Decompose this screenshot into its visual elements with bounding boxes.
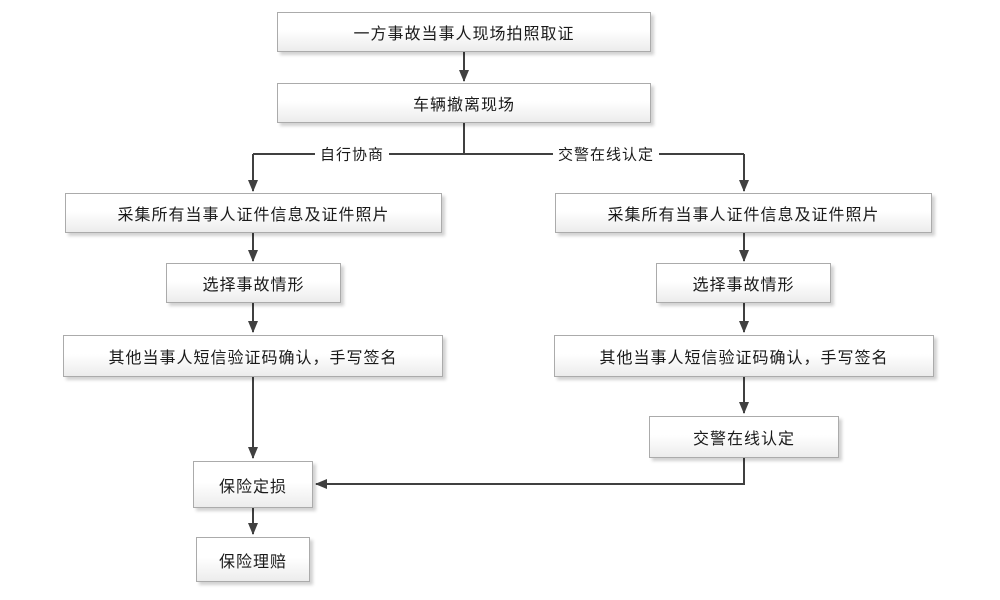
node-right-sms-confirm-sign: 其他当事人短信验证码确认，手写签名 [554,335,934,377]
node-right-collect-id-info: 采集所有当事人证件信息及证件照片 [555,193,932,233]
node-left-select-scenario: 选择事故情形 [166,263,341,303]
node-police-online-determination: 交警在线认定 [649,416,839,458]
node-insurance-loss-assessment: 保险定损 [193,461,313,508]
node-vehicle-evacuate: 车辆撤离现场 [277,83,651,123]
branch-label-police-online: 交警在线认定 [552,143,660,165]
node-photo-evidence: 一方事故当事人现场拍照取证 [277,12,651,52]
node-right-select-scenario: 选择事故情形 [656,263,831,303]
edge-police-to-assess [315,458,745,489]
node-left-collect-id-info: 采集所有当事人证件信息及证件照片 [65,193,442,233]
branch-label-self-negotiation: 自行协商 [314,143,390,165]
node-insurance-claim: 保险理赔 [196,537,310,582]
node-left-sms-confirm-sign: 其他当事人短信验证码确认，手写签名 [63,335,443,377]
